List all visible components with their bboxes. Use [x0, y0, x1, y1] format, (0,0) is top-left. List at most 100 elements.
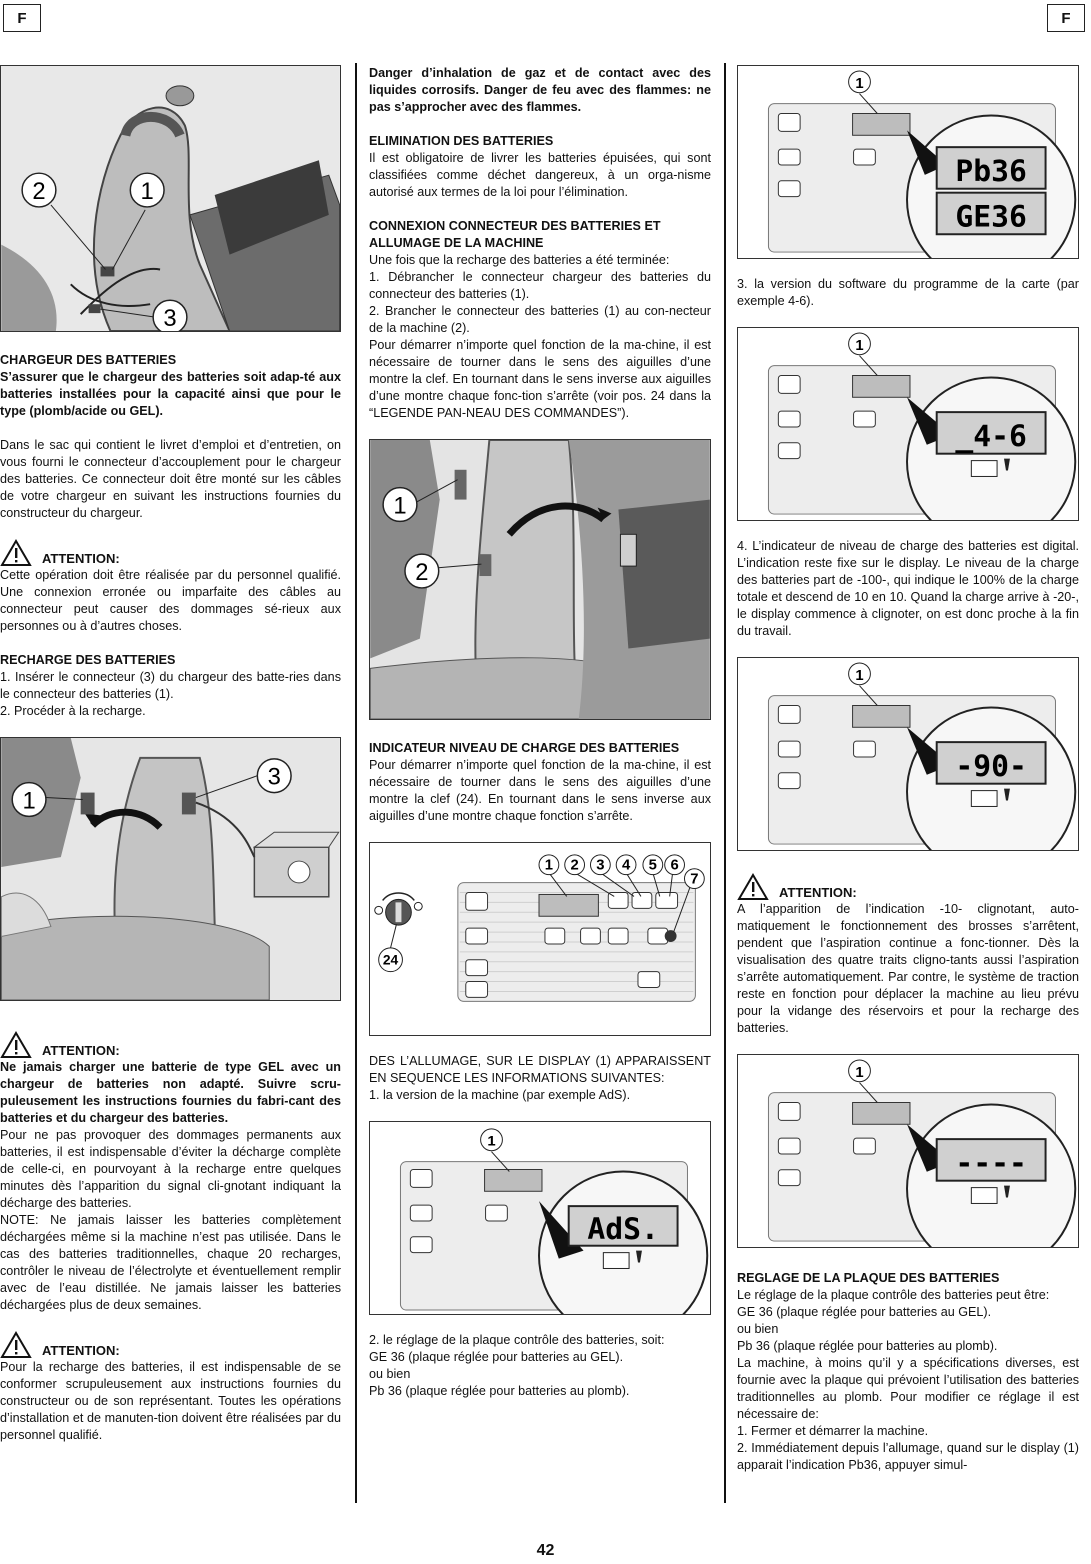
- recharge-step-1: 1. Insérer le connecteur (3) du chargeur…: [0, 670, 341, 701]
- attention-3: ATTENTION:: [0, 1331, 341, 1359]
- column-divider: [355, 63, 357, 1503]
- attention-2-bold-text: Ne jamais charger une batterie de type G…: [0, 1060, 341, 1125]
- display-readout-ge36: GE36: [955, 199, 1027, 234]
- connection-step-1: 1. Débrancher le connecteur chargeur des…: [369, 270, 711, 301]
- panel-callout-6: 6: [670, 858, 678, 874]
- heading-plate: REGLAGE DE LA PLAQUE DES BATTERIES: [737, 1271, 1000, 1285]
- attention-title: ATTENTION:: [42, 551, 120, 566]
- display-ads-illustration: AdS. 1: [370, 1122, 710, 1314]
- display-90-illustration: -90- 1: [738, 658, 1078, 850]
- figure-recharge: 1 3: [0, 737, 341, 1001]
- page-tag-right: F: [1047, 4, 1085, 32]
- column-2: Danger d’inhalation de gaz et de contact…: [369, 65, 711, 1400]
- figure-display-90: -90- 1: [737, 657, 1079, 851]
- sequence-step-1: 1. la version de la machine (par exemple…: [369, 1088, 631, 1102]
- display-46-illustration: _4-6 1: [738, 328, 1078, 520]
- connection-illustration: 1 2: [370, 440, 710, 719]
- attention-1-text: Cette opération doit être réalisée par d…: [0, 568, 341, 633]
- control-panel-illustration: 1 2 3 4 5 6 7 24: [370, 843, 710, 1035]
- charger-bold-text: S’assurer que le chargeur des batteries …: [0, 370, 341, 418]
- figure-charger-connector: 2 1 3: [0, 65, 341, 332]
- callout-1: 1: [487, 1134, 495, 1150]
- panel-callout-3: 3: [596, 858, 604, 874]
- callout-1: 1: [855, 338, 863, 354]
- callout-1: 1: [141, 178, 154, 205]
- column-3: Pb36 GE36 1 3. la version du software du…: [737, 65, 1079, 1474]
- warning-icon: [0, 1331, 32, 1358]
- plate-text-4: Pb 36 (plaque réglée pour batteries au p…: [737, 1339, 998, 1353]
- display-readout: AdS.: [587, 1212, 659, 1247]
- attention-4-text: A l’apparition de l’indication -10- clig…: [737, 902, 1079, 1035]
- recharge-illustration: 1 3: [1, 738, 340, 1000]
- plate-text-3: ou bien: [737, 1322, 779, 1336]
- page-number: 42: [536, 1542, 555, 1559]
- charger-text: Dans le sac qui contient le livret d’emp…: [0, 438, 341, 520]
- warning-icon: [0, 1031, 32, 1058]
- sequence-step-2: 2. le réglage de la plaque contrôle des …: [369, 1333, 665, 1347]
- figure-display-dashes: ---- 1: [737, 1054, 1079, 1248]
- note-text: NOTE: Ne jamais laisser les batteries co…: [0, 1213, 341, 1312]
- heading-connection: CONNEXION CONNECTEUR DES BATTERIES ET AL…: [369, 219, 661, 250]
- plate-text-2: GE 36 (plaque réglée pour batteries au G…: [737, 1305, 992, 1319]
- display-readout-pb36: Pb36: [955, 154, 1027, 189]
- display-dashes-illustration: ---- 1: [738, 1055, 1078, 1247]
- callout-2: 2: [32, 178, 45, 205]
- heading-charger: CHARGEUR DES BATTERIES: [0, 353, 177, 367]
- danger-bold-text: Danger d’inhalation de gaz et de contact…: [369, 66, 711, 114]
- plate-step-1: 1. Fermer et démarrer la machine.: [737, 1424, 929, 1438]
- attention-title: ATTENTION:: [42, 1043, 120, 1058]
- sequence-step-2c: Pb 36 (plaque réglée pour batteries au p…: [369, 1384, 630, 1398]
- recharge-step-2: 2. Procéder à la recharge.: [0, 704, 146, 718]
- attention-3-text: Pour la recharge des batteries, il est i…: [0, 1360, 341, 1442]
- figure-display-46: _4-6 1: [737, 327, 1079, 521]
- panel-callout-5: 5: [649, 858, 657, 874]
- column-1: 2 1 3 CHARGEUR DES BATTERIES S’assurer q…: [0, 60, 341, 1444]
- panel-callout-2: 2: [571, 858, 579, 874]
- sequence-step-3: 3. la version du software du programme d…: [737, 277, 1079, 308]
- plate-text-1: Le réglage de la plaque contrôle des bat…: [737, 1288, 1050, 1302]
- figure-control-panel: 1 2 3 4 5 6 7 24: [369, 842, 711, 1036]
- callout-24: 24: [383, 952, 399, 968]
- attention-2: ATTENTION:: [0, 1031, 341, 1059]
- sequence-step-4: 4. L’indicateur de niveau de charge des …: [737, 539, 1079, 638]
- connection-text: Pour démarrer n’importe quel fonction de…: [369, 338, 711, 420]
- callout-3: 3: [268, 764, 281, 791]
- column-divider: [724, 63, 726, 1503]
- panel-callout-4: 4: [622, 858, 631, 874]
- attention-title: ATTENTION:: [779, 885, 857, 900]
- callout-1: 1: [855, 1065, 863, 1081]
- attention-1: ATTENTION:: [0, 539, 341, 567]
- attention-title: ATTENTION:: [42, 1343, 120, 1358]
- callout-1: 1: [855, 668, 863, 684]
- attention-2-text: Pour ne pas provoquer des dommages perma…: [0, 1128, 341, 1210]
- panel-callout-1: 1: [545, 858, 553, 874]
- attention-4: ATTENTION:: [737, 873, 1079, 901]
- display-readout: ----: [955, 1146, 1027, 1181]
- charger-connector-illustration: 2 1 3: [1, 66, 340, 331]
- display-pb36-illustration: Pb36 GE36 1: [738, 66, 1078, 258]
- callout-2: 2: [415, 559, 428, 586]
- plate-step-2: 2. Immédiatement depuis l’allumage, quan…: [737, 1441, 1079, 1472]
- heading-indicator: INDICATEUR NIVEAU DE CHARGE DES BATTERIE…: [369, 741, 680, 755]
- elimination-text: Il est obligatoire de livrer les batteri…: [369, 151, 711, 199]
- sequence-step-2b: ou bien: [369, 1367, 411, 1381]
- indicator-text: Pour démarrer n’importe quel fonction de…: [369, 758, 711, 823]
- warning-icon: [0, 539, 32, 566]
- callout-1: 1: [393, 492, 406, 519]
- plate-text-5: La machine, à moins qu’il y a spécificat…: [737, 1356, 1079, 1421]
- connection-intro: Une fois que la recharge des batteries a…: [369, 253, 670, 267]
- heading-recharge: RECHARGE DES BATTERIES: [0, 653, 176, 667]
- figure-display-pb36: Pb36 GE36 1: [737, 65, 1079, 259]
- panel-callout-7: 7: [690, 872, 698, 888]
- sequence-step-2a: GE 36 (plaque réglée pour batteries au G…: [369, 1350, 624, 1364]
- callout-1: 1: [855, 76, 863, 92]
- display-readout: -90-: [955, 749, 1027, 784]
- callout-1: 1: [22, 787, 35, 814]
- page-tag-left: F: [3, 4, 41, 32]
- heading-elimination: ELIMINATION DES BATTERIES: [369, 134, 554, 148]
- figure-connection: 1 2: [369, 439, 711, 720]
- figure-display-ads: AdS. 1: [369, 1121, 711, 1315]
- warning-icon: [737, 873, 769, 900]
- display-sequence-text: DES L’ALLUMAGE, SUR LE DISPLAY (1) APPAR…: [369, 1054, 711, 1085]
- display-readout: _4-6: [955, 419, 1027, 454]
